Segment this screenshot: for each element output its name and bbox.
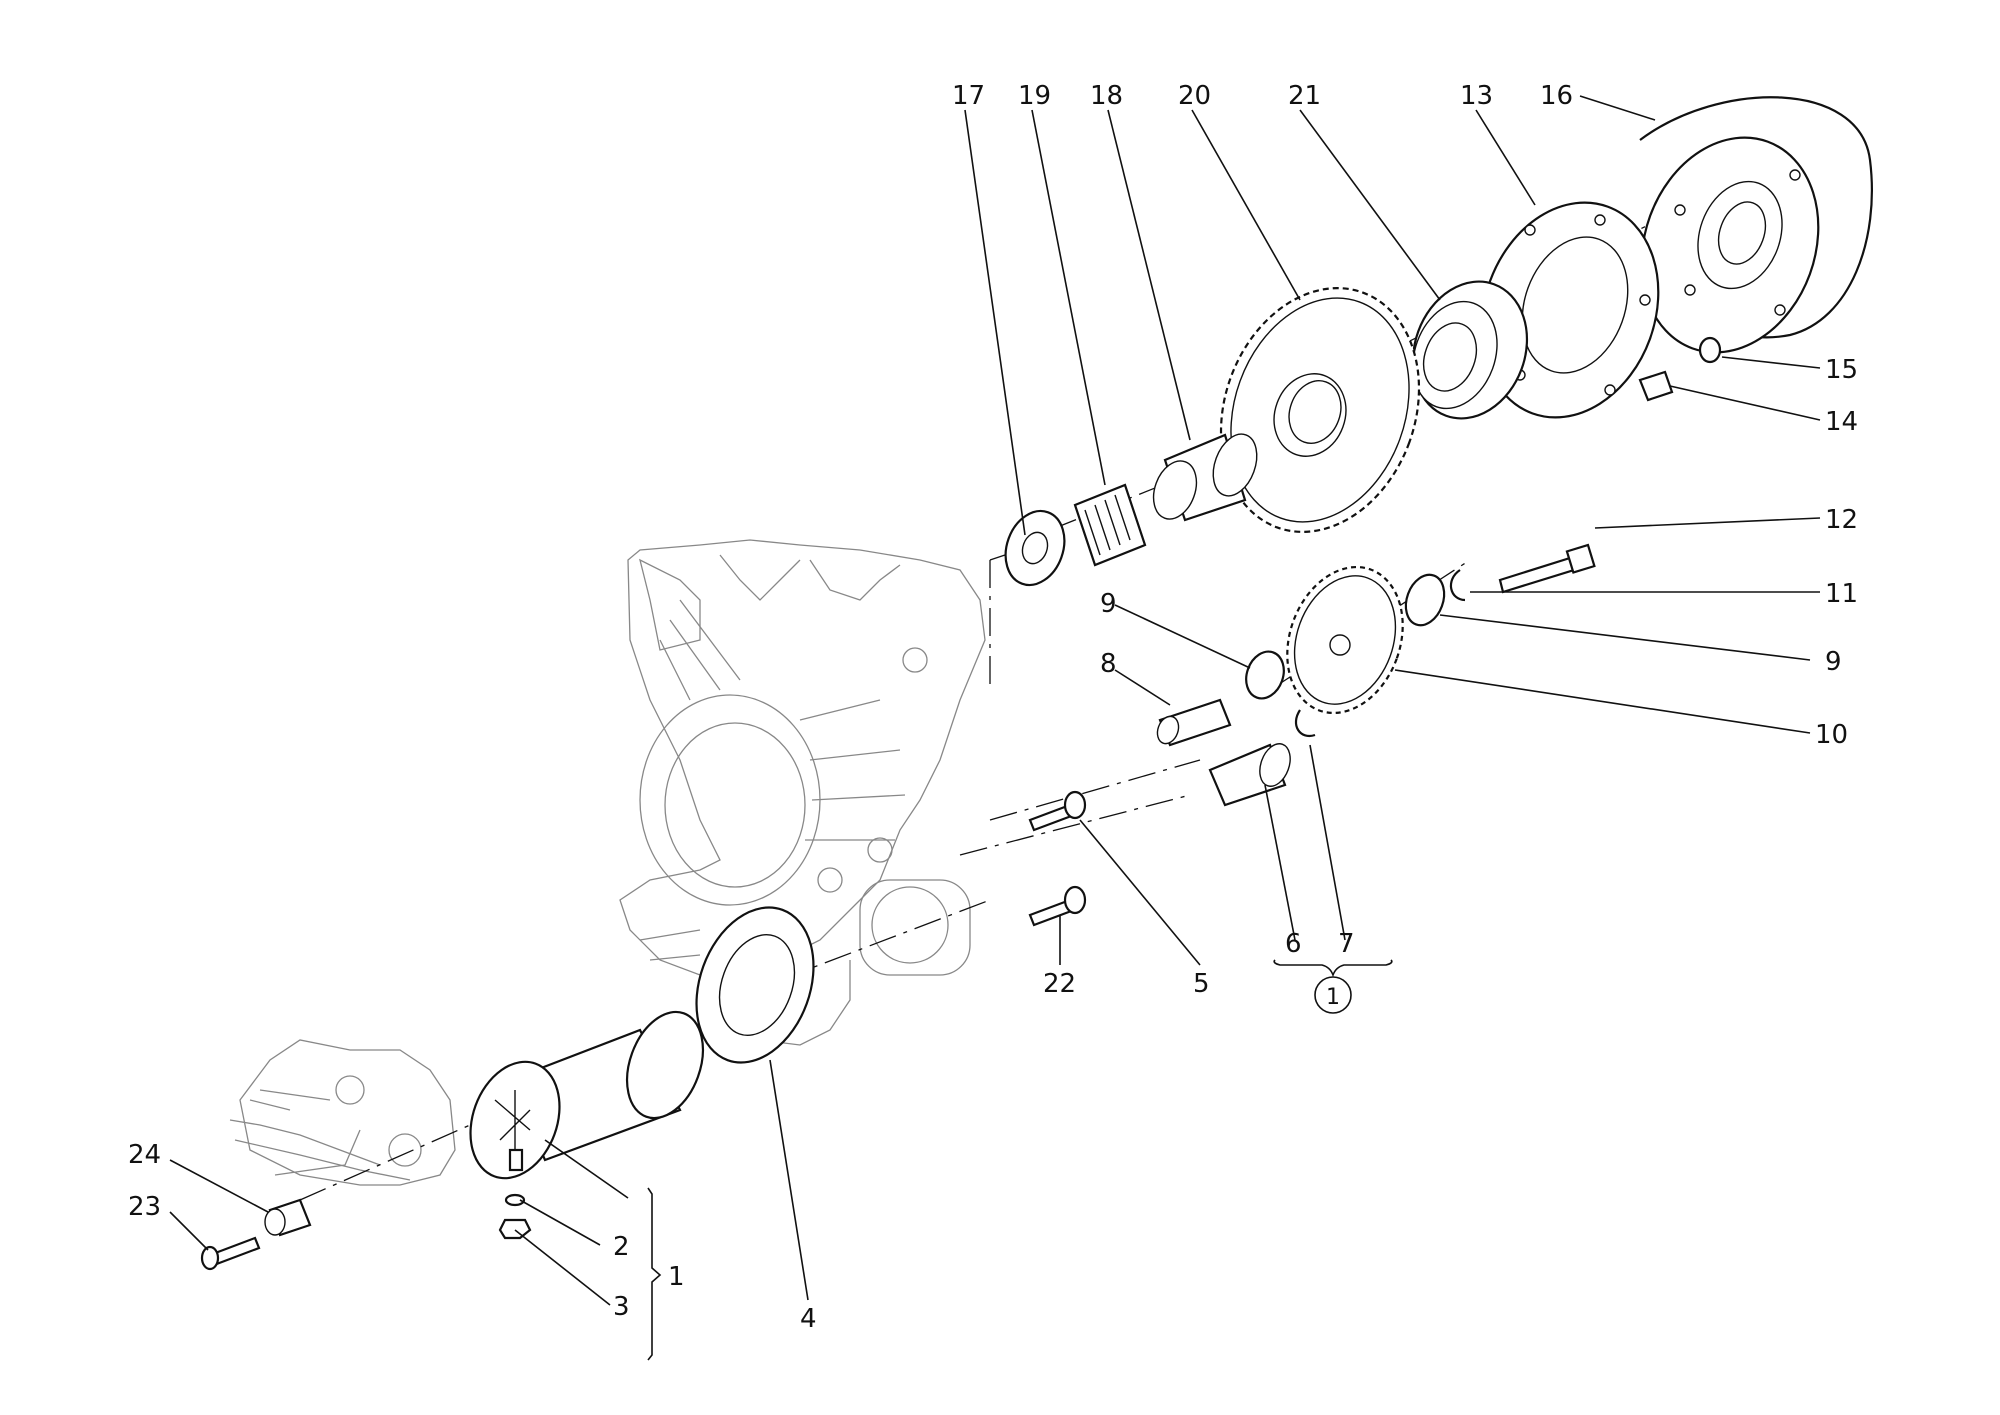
pin-14 bbox=[1638, 370, 1674, 402]
large-gear bbox=[1219, 287, 1421, 533]
callout-20: 20 bbox=[1178, 81, 1211, 111]
callout-13: 13 bbox=[1460, 81, 1493, 111]
callout-4: 4 bbox=[800, 1304, 817, 1334]
callout-12: 12 bbox=[1825, 505, 1858, 535]
callout-9-right: 9 bbox=[1825, 647, 1842, 677]
washer-9a bbox=[1404, 573, 1446, 627]
callout-21: 21 bbox=[1288, 81, 1321, 111]
bracket-label-1: 1 bbox=[668, 1262, 685, 1292]
pinion-gear bbox=[1208, 743, 1291, 807]
leader-lines bbox=[169, 95, 1821, 1361]
flywheel-rotor bbox=[1639, 96, 1873, 354]
circlip-7 bbox=[1294, 709, 1316, 738]
washer-17 bbox=[1004, 509, 1066, 587]
callout-24: 24 bbox=[128, 1140, 161, 1170]
gear-shaft bbox=[1156, 698, 1232, 747]
support-bracket bbox=[229, 1039, 456, 1186]
group-mark-1: 1 bbox=[1326, 985, 1340, 1010]
callout-9-upper: 9 bbox=[1100, 589, 1117, 619]
callout-19: 19 bbox=[1018, 81, 1051, 111]
gasket bbox=[695, 906, 815, 1064]
bushing bbox=[1152, 433, 1258, 522]
nut-3 bbox=[498, 1218, 532, 1240]
callout-11: 11 bbox=[1825, 579, 1858, 609]
freewheel-housing bbox=[1480, 201, 1660, 419]
bolt-12 bbox=[1498, 543, 1596, 594]
callout-23: 23 bbox=[128, 1192, 161, 1222]
intermediate-gear bbox=[1286, 565, 1404, 715]
callout-6: 6 bbox=[1285, 929, 1302, 959]
callout-17: 17 bbox=[952, 81, 985, 111]
freewheel-cage bbox=[1411, 280, 1529, 420]
callout-5: 5 bbox=[1193, 969, 1210, 999]
callout-15: 15 bbox=[1825, 355, 1858, 385]
engine-case bbox=[619, 539, 986, 1046]
washer-9b bbox=[1245, 650, 1285, 700]
circlip-11 bbox=[1449, 569, 1466, 602]
screw-5 bbox=[1028, 790, 1087, 832]
callout-18: 18 bbox=[1090, 81, 1123, 111]
callout-7: 7 bbox=[1338, 929, 1355, 959]
washer-2 bbox=[504, 1193, 526, 1207]
callout-8: 8 bbox=[1100, 649, 1117, 679]
callout-22: 22 bbox=[1043, 969, 1076, 999]
callout-2: 2 bbox=[613, 1232, 630, 1262]
callout-14: 14 bbox=[1825, 407, 1858, 437]
needle-bearing bbox=[1073, 483, 1147, 567]
spring-15 bbox=[1698, 336, 1722, 364]
callout-10: 10 bbox=[1815, 720, 1848, 750]
callout-3: 3 bbox=[613, 1292, 630, 1322]
callout-labels: 17 19 18 20 21 13 16 15 14 12 11 9 9 10 … bbox=[128, 81, 1858, 1334]
screw-22 bbox=[1028, 885, 1087, 927]
starter-motor bbox=[469, 1010, 704, 1180]
spacer-24 bbox=[264, 1198, 312, 1237]
callout-16: 16 bbox=[1540, 81, 1573, 111]
screw-23 bbox=[200, 1236, 261, 1271]
